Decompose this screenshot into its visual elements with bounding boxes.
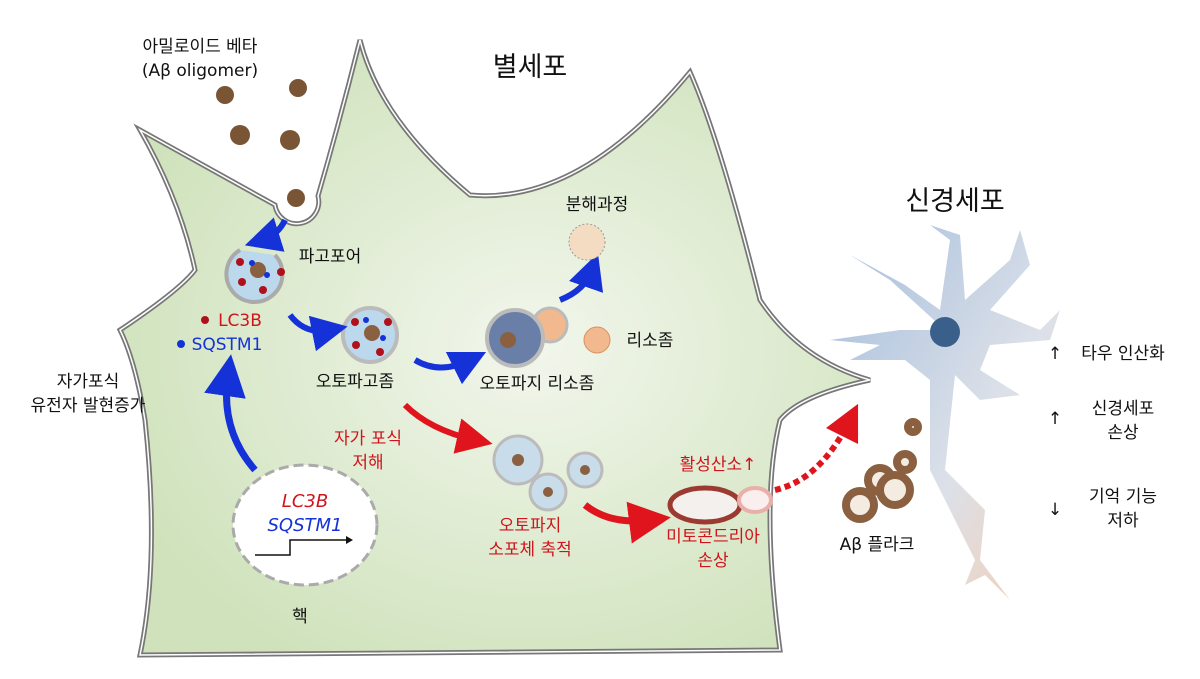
mito-damage-label-2: 손상 xyxy=(697,551,729,571)
nucleus-label: 핵 xyxy=(292,607,308,627)
autolysosome-label: 오토파지 리소좀 xyxy=(480,374,595,394)
effect-memory-2: 저하 xyxy=(1107,511,1139,531)
ros-label: 활성산소↑ xyxy=(680,455,757,475)
effect-neuron-2: 손상 xyxy=(1107,423,1139,443)
phagophore-label: 파고포어 xyxy=(299,247,362,267)
effect-tau: 타우 인산화 xyxy=(1081,344,1165,364)
autolysosome xyxy=(485,306,569,368)
amyloid-plaque-icons xyxy=(842,418,922,523)
plaque-label: Aβ 플라크 xyxy=(840,535,915,555)
effect-arrow-tau: ↑ xyxy=(1048,344,1062,364)
astrocyte-title: 별세포 xyxy=(493,52,568,83)
degradation-label: 분해과정 xyxy=(566,195,629,215)
degradation-vesicle xyxy=(568,223,606,261)
gene-sqstm1: SQSTM1 xyxy=(268,515,343,536)
inhibition-label-1: 자가 포식 xyxy=(334,429,402,449)
effect-neuron-1: 신경세포 xyxy=(1092,399,1155,419)
amyloid-oligomer-icons xyxy=(216,79,307,207)
phagophore xyxy=(224,248,285,304)
lc3b-legend: LC3B xyxy=(218,311,262,331)
gene-up-label-2: 유전자 발현증가 xyxy=(31,396,146,416)
autophagosome-label: 오토파고좀 xyxy=(316,372,394,392)
effect-arrow-memory: ↓ xyxy=(1048,500,1062,520)
lysosome xyxy=(583,326,611,354)
nucleus xyxy=(231,463,379,587)
neuron xyxy=(830,225,1060,600)
accumulation-label-1: 오토파지 xyxy=(499,516,562,536)
gene-up-label-1: 자가포식 xyxy=(57,372,120,392)
amyloid-label: 아밀로이드 베타 xyxy=(143,37,258,57)
gene-lc3b: LC3B xyxy=(282,491,328,512)
amyloid-sublabel: (Aβ oligomer) xyxy=(142,61,258,81)
inhibition-label-2: 저해 xyxy=(352,453,383,473)
mitochondria xyxy=(667,485,773,525)
neuron-title: 신경세포 xyxy=(905,186,1004,217)
autophagosome xyxy=(341,306,399,364)
effect-memory-1: 기억 기능 xyxy=(1089,487,1157,507)
sqstm1-legend: SQSTM1 xyxy=(192,335,263,355)
accumulation-label-2: 소포체 축적 xyxy=(488,540,572,560)
mito-damage-label-1: 미토콘드리아 xyxy=(666,527,760,547)
lysosome-label: 리소좀 xyxy=(627,331,674,351)
effect-arrow-neuron: ↑ xyxy=(1048,409,1062,429)
autophagic-vesicles xyxy=(492,434,604,512)
